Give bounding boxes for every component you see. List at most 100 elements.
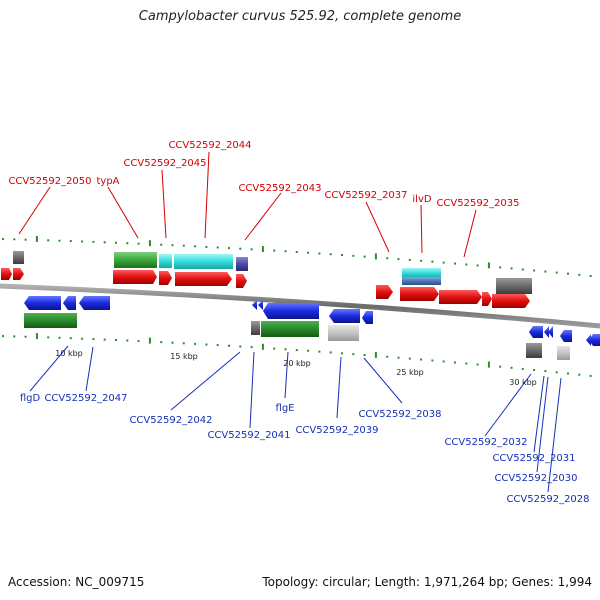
tick-mark — [273, 347, 276, 350]
tick-mark — [295, 349, 298, 352]
tick-mark — [442, 360, 445, 363]
tick-mark — [341, 352, 343, 355]
gene-block — [13, 251, 24, 264]
genome-backbone — [0, 283, 600, 329]
tick-mark — [92, 240, 95, 243]
tick-mark — [182, 342, 185, 345]
scale-label-20kbp: 20 kbp — [283, 359, 311, 368]
gene-arrow — [548, 326, 553, 338]
gene-arrow — [63, 296, 76, 310]
tick-mark — [216, 246, 219, 249]
gene-label: CCV52592_2047 — [44, 393, 127, 404]
accession-text: Accession: NC_009715 — [8, 575, 145, 589]
tick-mark — [13, 335, 16, 338]
gene-arrow — [529, 326, 543, 338]
gene-arrow — [252, 300, 257, 310]
scale-label-15kbp: 15 kbp — [170, 352, 198, 361]
tick-mark — [533, 269, 536, 272]
tick-mark — [250, 248, 253, 251]
tick-mark — [35, 236, 38, 242]
tick-mark — [160, 243, 163, 246]
tick-mark — [307, 251, 310, 254]
gene-label: CCV52592_2050 — [8, 176, 91, 187]
gene-arrow — [589, 334, 600, 346]
tick-mark — [250, 346, 253, 349]
tick-mark — [103, 338, 106, 341]
tick-mark — [228, 247, 230, 250]
reverse-strand-genes — [24, 296, 600, 360]
tick-mark — [476, 264, 479, 267]
gene-label: CCV52592_2042 — [129, 415, 212, 426]
gene-arrow — [13, 268, 24, 280]
tick-mark — [2, 238, 4, 241]
gene-block — [114, 252, 157, 268]
gene-block — [251, 321, 260, 335]
tick-mark — [81, 240, 84, 243]
tick-mark — [261, 343, 264, 350]
tick-mark — [408, 357, 411, 360]
tick-mark — [261, 246, 264, 252]
gene-label: CCV52592_2045 — [123, 158, 206, 169]
tick-mark — [58, 336, 61, 339]
tick-mark — [510, 267, 513, 270]
tick-mark — [205, 343, 208, 346]
gene-block — [24, 313, 77, 328]
tick-mark — [24, 238, 27, 241]
gene-arrow — [400, 287, 439, 301]
gene-block — [159, 254, 172, 268]
tick-mark — [35, 333, 38, 340]
tick-mark — [431, 359, 434, 362]
tick-mark — [160, 341, 163, 344]
tick-mark — [318, 350, 321, 353]
tick-mark — [555, 271, 558, 274]
tick-mark — [47, 239, 50, 242]
gene-label: CCV52592_2044 — [168, 140, 251, 151]
gene-arrow — [263, 303, 319, 319]
tick-mark — [239, 247, 242, 250]
tick-mark — [465, 362, 468, 365]
tick-mark — [148, 240, 151, 247]
tick-mark — [284, 250, 287, 253]
gene-arrow — [1, 268, 12, 280]
gene-arrow — [362, 311, 373, 324]
tick-mark — [81, 337, 84, 340]
tick-mark — [487, 361, 490, 368]
gene-label: flgD — [20, 393, 41, 404]
tick-mark — [363, 354, 366, 356]
tick-mark — [92, 338, 95, 341]
tick-mark — [544, 370, 547, 373]
gene-block — [328, 325, 359, 341]
gene-block — [174, 254, 233, 269]
tick-mark — [363, 255, 366, 258]
gene-label: CCV52592_2032 — [444, 437, 527, 448]
tick-mark — [476, 363, 479, 366]
reverse-gene-labels: flgD CCV52592_2047 CCV52592_2042 CCV5259… — [20, 393, 590, 505]
scale-label-10kbp: 10 kbp — [55, 349, 83, 358]
gene-label: ilvD — [412, 194, 431, 205]
tick-mark — [487, 262, 490, 269]
tick-mark — [137, 340, 140, 343]
tick-mark — [228, 344, 230, 347]
tick-mark — [397, 356, 400, 359]
gene-arrow — [492, 294, 530, 308]
tick-mark — [182, 244, 185, 247]
gene-arrow — [258, 300, 263, 310]
tick-mark — [567, 372, 569, 375]
tick-mark — [465, 263, 468, 266]
gene-arrow — [113, 270, 157, 284]
tick-mark — [374, 351, 377, 358]
reverse-tick-row — [2, 333, 592, 377]
tick-mark — [352, 353, 355, 356]
gene-block — [402, 277, 441, 285]
tick-mark — [352, 254, 355, 257]
tick-mark — [115, 339, 117, 341]
gene-label: CCV52592_2030 — [494, 473, 577, 484]
gene-block — [236, 257, 248, 271]
tick-mark — [284, 348, 287, 351]
tick-mark — [329, 253, 332, 256]
gene-label: typA — [96, 176, 119, 187]
tick-mark — [205, 245, 208, 248]
scale-label-30kbp: 30 kbp — [509, 378, 537, 387]
gene-label: CCV52592_2031 — [492, 453, 575, 464]
tick-mark — [216, 344, 219, 347]
